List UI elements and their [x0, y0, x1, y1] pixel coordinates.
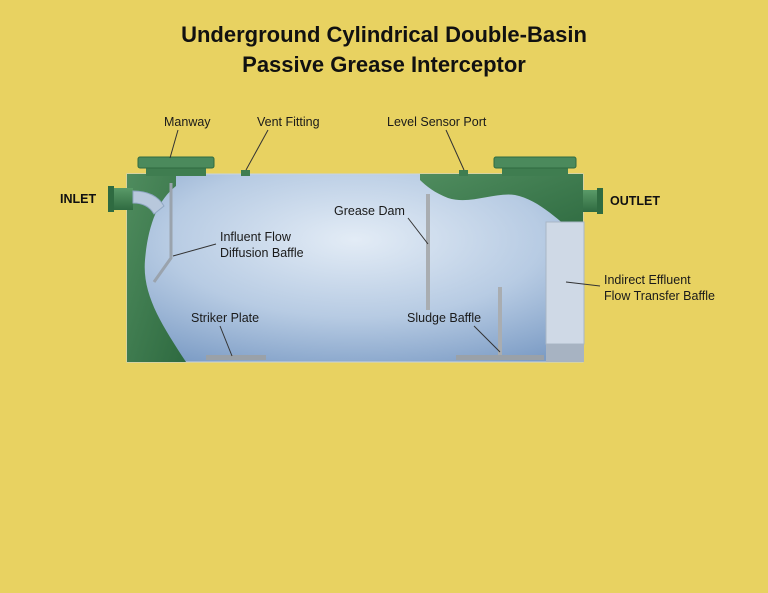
grease-dam-leader [407, 217, 429, 245]
label-manway: Manway [164, 115, 211, 129]
indirect-effluent-baffle-base [546, 344, 584, 362]
sludge-baffle-plate [456, 355, 544, 360]
influent-diffusion-baffle [152, 183, 173, 283]
tank-left-wall [127, 174, 186, 362]
label-outlet: OUTLET [610, 194, 660, 208]
tank-body [126, 173, 584, 363]
label-indirect-line1: Indirect Effluent [604, 273, 691, 287]
grease-dam [426, 194, 430, 310]
label-influent-line1: Influent Flow [220, 230, 292, 244]
manway-left-cap [137, 156, 215, 169]
tank-right-top [420, 174, 583, 240]
manway-left-riser [146, 166, 206, 176]
inlet-pipe [111, 188, 133, 210]
manway-right-riser [502, 166, 568, 176]
label-inlet: INLET [60, 192, 96, 206]
striker-plate-leader [219, 325, 233, 357]
diagram-title-line1: Underground Cylindrical Double-Basin [181, 22, 587, 47]
label-striker-plate: Striker Plate [191, 311, 259, 325]
inlet-pipe-flange [108, 186, 114, 212]
label-vent-fitting: Vent Fitting [257, 115, 320, 129]
label-indirect-line2: Flow Transfer Baffle [604, 289, 715, 303]
diagram-title-line2: Passive Grease Interceptor [242, 52, 526, 77]
manway-right-cap [493, 156, 577, 169]
level-sensor-leader [445, 129, 465, 171]
vent-fitting [241, 170, 250, 176]
striker-plate [206, 355, 266, 360]
label-grease-dam: Grease Dam [334, 204, 405, 218]
outlet-pipe-flange [597, 188, 603, 214]
outlet-pipe [583, 190, 599, 212]
sludge-baffle-leader [473, 325, 501, 353]
sludge-baffle [498, 287, 502, 355]
inlet-elbow [132, 190, 165, 215]
label-level-sensor-port: Level Sensor Port [387, 115, 487, 129]
vent-fitting-leader [245, 129, 269, 171]
label-sludge-baffle: Sludge Baffle [407, 311, 481, 325]
manway-leader [169, 129, 179, 159]
level-sensor-port [459, 170, 468, 176]
influent-baffle-leader [172, 243, 217, 257]
label-influent-line2: Diffusion Baffle [220, 246, 304, 260]
indirect-baffle-leader [565, 281, 601, 287]
